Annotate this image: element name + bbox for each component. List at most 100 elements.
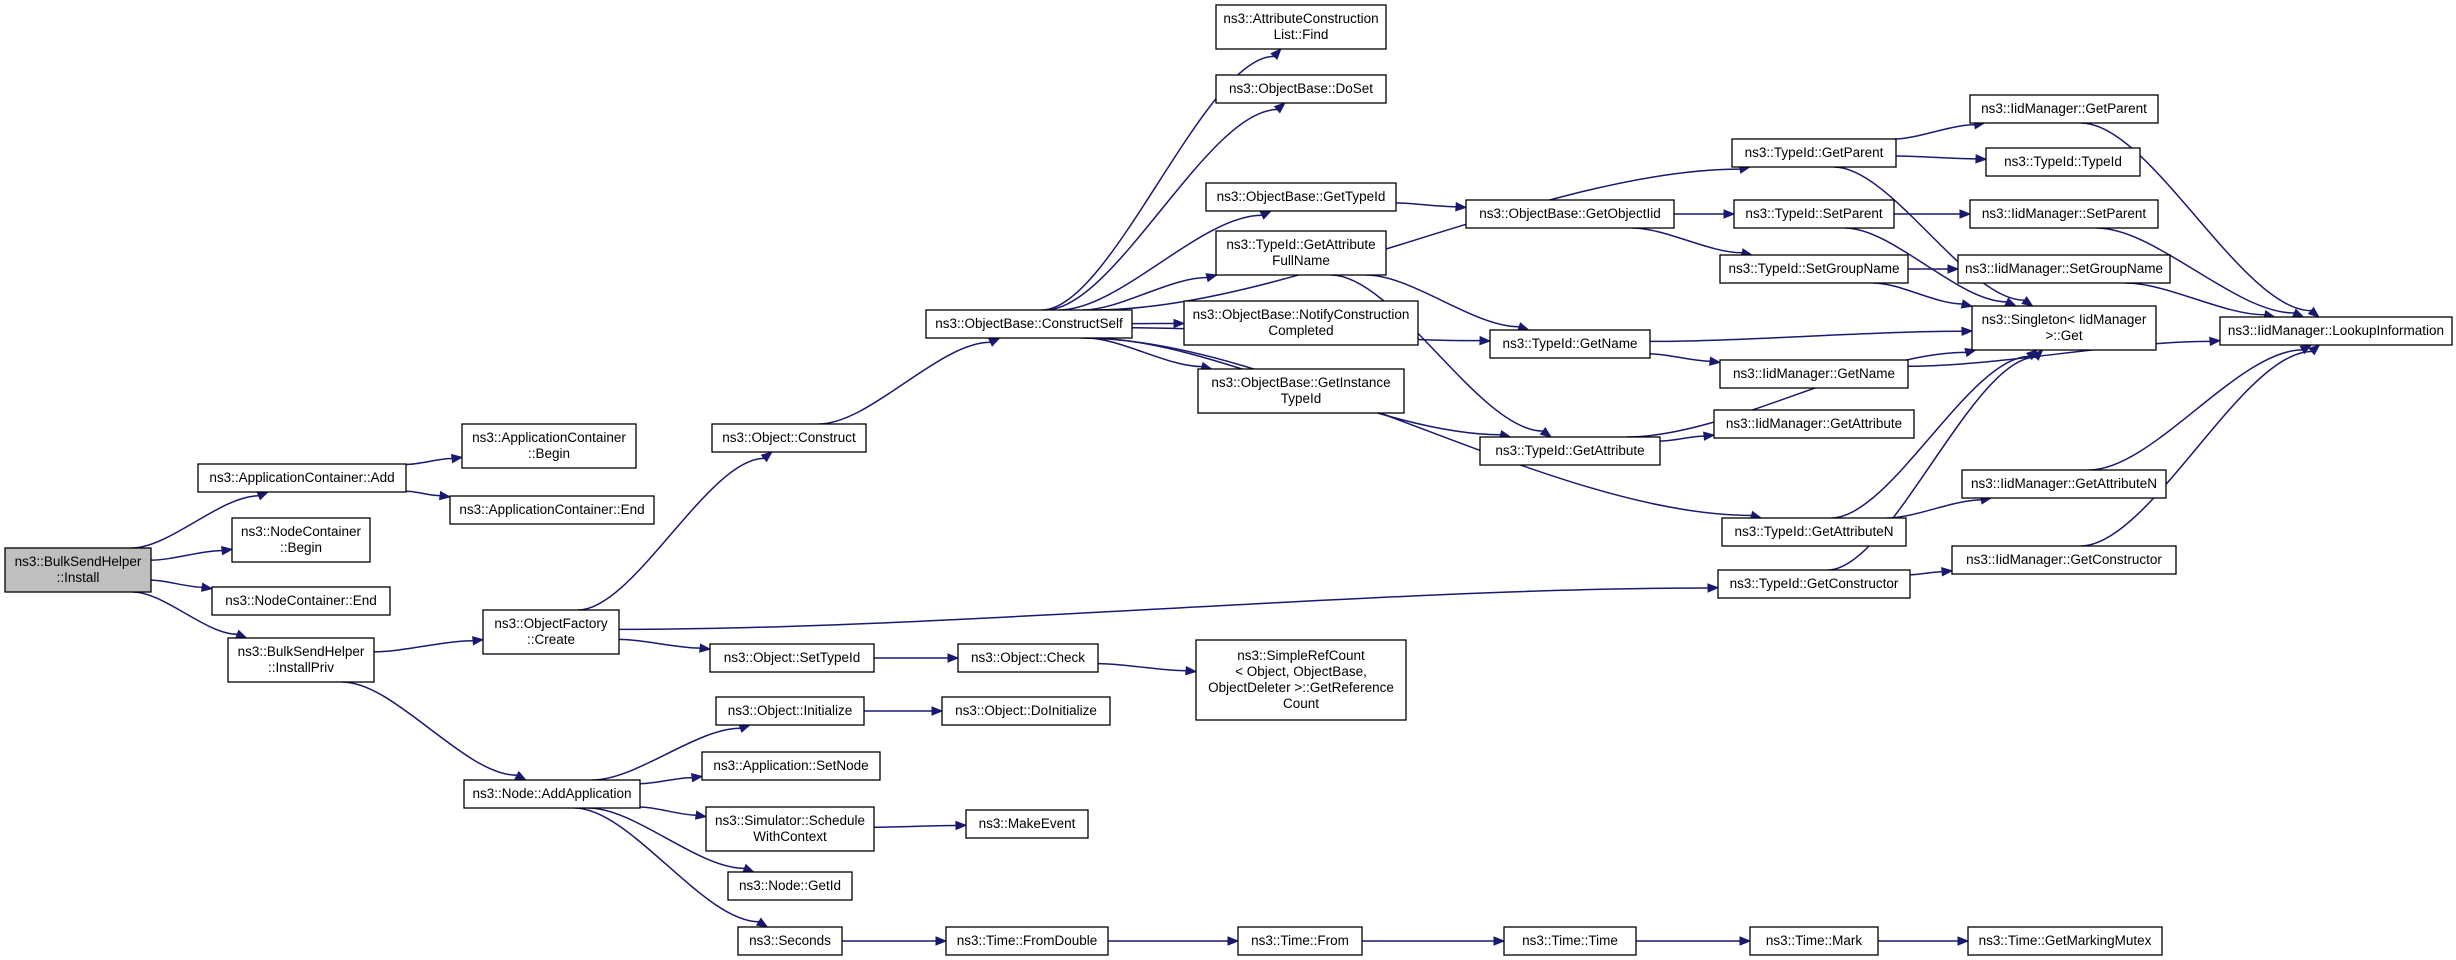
node-iidm-getconstructor[interactable]: ns3::IidManager::GetConstructor	[1951, 545, 2177, 575]
node-seconds[interactable]: ns3::Seconds	[737, 926, 843, 956]
node-objbase-constructself[interactable]: ns3::ObjectBase::ConstructSelf	[925, 309, 1133, 339]
node-typeid-setgroupname[interactable]: ns3::TypeId::SetGroupName	[1719, 254, 1909, 284]
node-objbase-getobjectiid[interactable]: ns3::ObjectBase::GetObjectIid	[1465, 199, 1675, 229]
node-iidm-getattributen[interactable]: ns3::IidManager::GetAttributeN	[1961, 469, 2167, 499]
edge-typeid-getparent-to-typeid-typeid	[1895, 154, 1988, 164]
node-objbase-gettypeid[interactable]: ns3::ObjectBase::GetTypeId	[1205, 182, 1397, 212]
edge-line	[873, 824, 957, 828]
node-label: ::Install	[57, 570, 100, 585]
edge-typeid-setparent-to-iidm-setparent	[1894, 209, 1972, 219]
node-label: ns3::TypeId::GetName	[1502, 336, 1637, 351]
node-label: ns3::SimpleRefCount	[1237, 648, 1365, 663]
arrowhead	[472, 636, 485, 646]
arrowhead	[2299, 344, 2313, 355]
node-box	[1215, 74, 1387, 104]
node-objbase-notify[interactable]: ns3::ObjectBase::NotifyConstructionCompl…	[1183, 300, 1419, 346]
node-time-from[interactable]: ns3::Time::From	[1237, 926, 1363, 956]
node-label: ns3::Time::GetMarkingMutex	[1979, 933, 2152, 948]
node-label: ns3::IidManager::GetParent	[1981, 101, 2147, 116]
node-nodec-begin[interactable]: ns3::NodeContainer::Begin	[231, 517, 371, 563]
node-appc-end[interactable]: ns3::ApplicationContainer::End	[449, 495, 655, 525]
node-box	[449, 495, 655, 525]
node-typeid-getattributen[interactable]: ns3::TypeId::GetAttributeN	[1721, 517, 1907, 547]
node-typeid-getname[interactable]: ns3::TypeId::GetName	[1489, 329, 1651, 359]
node-typeid-getconstructor[interactable]: ns3::TypeId::GetConstructor	[1717, 569, 1911, 599]
arrowhead	[1479, 335, 1492, 346]
node-box	[1195, 639, 1407, 721]
node-app-setnode[interactable]: ns3::Application::SetNode	[701, 751, 881, 781]
node-typeid-getattribute[interactable]: ns3::TypeId::GetAttribute	[1479, 436, 1661, 466]
node-box	[1215, 230, 1387, 276]
node-box	[1733, 199, 1895, 229]
arrowhead	[1227, 936, 1240, 946]
node-objbase-doset[interactable]: ns3::ObjectBase::DoSet	[1215, 74, 1387, 104]
node-typeid-getparent[interactable]: ns3::TypeId::GetParent	[1731, 138, 1897, 168]
edge-iidm-getname-to-iidm-lookupinfo	[1907, 336, 2222, 368]
node-appc-add[interactable]: ns3::ApplicationContainer::Add	[197, 463, 407, 493]
call-edges	[131, 48, 2321, 946]
node-label: ns3::IidManager::LookupInformation	[2228, 323, 2444, 338]
node-simplerefcount[interactable]: ns3::SimpleRefCount< Object, ObjectBase,…	[1195, 639, 1407, 721]
node-nodec-end[interactable]: ns3::NodeContainer::End	[211, 586, 391, 616]
node-time-fromdouble[interactable]: ns3::Time::FromDouble	[945, 926, 1109, 956]
node-label: ns3::ApplicationContainer::End	[459, 502, 644, 517]
arrowhead	[935, 936, 948, 946]
edge-node-addapp-to-app-setnode	[639, 772, 704, 785]
node-typeid-setparent[interactable]: ns3::TypeId::SetParent	[1733, 199, 1895, 229]
edge-line	[592, 727, 741, 781]
node-appc-begin[interactable]: ns3::ApplicationContainer::Begin	[461, 423, 637, 469]
edge-line	[1093, 168, 1740, 311]
edge-typeid-setgroupname-to-singleton-get	[1873, 282, 1974, 309]
node-iidm-getattribute[interactable]: ns3::IidManager::GetAttribute	[1713, 409, 1915, 439]
node-typeid-typeid[interactable]: ns3::TypeId::TypeId	[1985, 147, 2141, 177]
node-iidm-setparent[interactable]: ns3::IidManager::SetParent	[1969, 199, 2159, 229]
node-object-settypeid[interactable]: ns3::Object::SetTypeId	[709, 643, 875, 673]
node-box	[1713, 409, 1915, 439]
node-node-getid[interactable]: ns3::Node::GetId	[727, 871, 853, 901]
edge-line	[618, 587, 1709, 631]
node-iidm-getname[interactable]: ns3::IidManager::GetName	[1719, 359, 1909, 389]
node-object-construct[interactable]: ns3::Object::Construct	[711, 423, 867, 453]
node-time-getmarkingmutex[interactable]: ns3::Time::GetMarkingMutex	[1967, 926, 2163, 956]
arrowhead	[1273, 102, 1286, 114]
edge-line	[342, 681, 517, 777]
node-box	[1719, 359, 1909, 389]
node-makeevent[interactable]: ns3::MakeEvent	[965, 809, 1089, 839]
edge-line	[132, 591, 238, 636]
node-object-doinitialize[interactable]: ns3::Object::DoInitialize	[941, 696, 1111, 726]
node-time-time[interactable]: ns3::Time::Time	[1503, 926, 1637, 956]
node-objfactory-create[interactable]: ns3::ObjectFactory::Create	[482, 609, 620, 655]
node-time-mark[interactable]: ns3::Time::Mark	[1749, 926, 1879, 956]
arrowhead	[2308, 344, 2321, 356]
node-bsh-installpriv[interactable]: ns3::BulkSendHelper::InstallPriv	[227, 637, 375, 683]
arrowhead	[1539, 426, 1553, 438]
arrowhead	[1709, 356, 1722, 366]
edge-line	[1082, 276, 1208, 311]
edge-object-check-to-simplerefcount	[1097, 662, 1198, 676]
arrowhead	[1941, 567, 1954, 577]
edge-time-time-to-time-mark	[1636, 936, 1752, 946]
node-object-initialize[interactable]: ns3::Object::Initialize	[715, 696, 865, 726]
edge-line	[1844, 227, 2007, 303]
node-label: ns3::TypeId::TypeId	[2004, 154, 2122, 169]
node-node-addapp[interactable]: ns3::Node::AddApplication	[463, 779, 641, 809]
node-iidm-lookupinfo[interactable]: ns3::IidManager::LookupInformation	[2219, 316, 2453, 346]
node-iidm-getparent[interactable]: ns3::IidManager::GetParent	[1969, 94, 2159, 124]
edge-bsh-installpriv-to-objfactory-create	[373, 636, 485, 653]
edge-iidm-getattributen-to-iidm-lookupinfo	[2088, 344, 2313, 471]
node-iidm-setgroupname[interactable]: ns3::IidManager::SetGroupName	[1957, 254, 2171, 284]
node-label: ns3::ObjectBase::GetObjectIid	[1479, 206, 1661, 221]
arrowhead	[2209, 336, 2222, 347]
node-singleton-get[interactable]: ns3::Singleton< IidManager >::Get	[1971, 305, 2157, 351]
node-label: ::Begin	[280, 540, 322, 555]
node-object-check[interactable]: ns3::Object::Check	[957, 643, 1099, 673]
node-bsh-install[interactable]: ns3::BulkSendHelper::Install	[4, 547, 152, 593]
node-label: ObjectDeleter >::GetReference	[1208, 680, 1394, 695]
edge-line	[2088, 349, 2303, 471]
node-label: ns3::ObjectBase::DoSet	[1229, 81, 1373, 96]
